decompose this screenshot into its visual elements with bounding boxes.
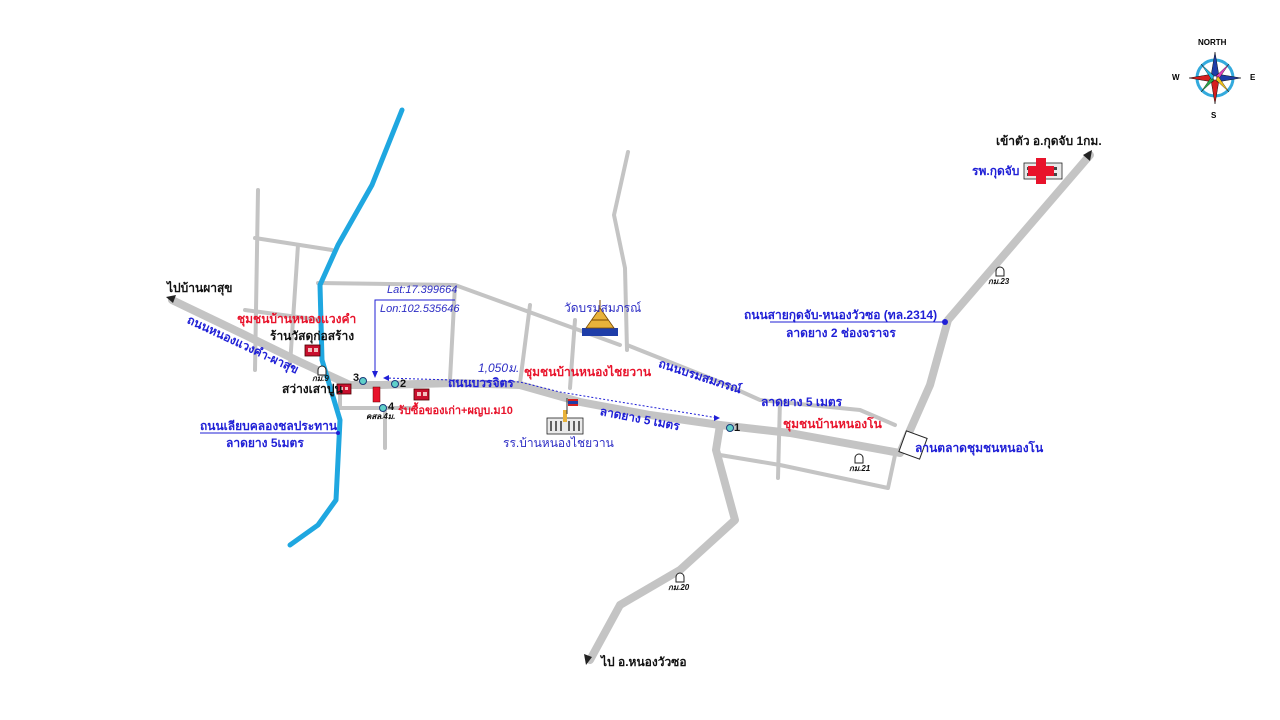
label-km-21: กม.21: [849, 464, 871, 473]
label-temple: วัดบรมสมภรณ์: [564, 301, 642, 315]
label-point-3: 3: [353, 372, 360, 384]
label-asphalt-5m-left: ลาดยาง 5เมตร: [226, 436, 304, 450]
label-latitude: Lat:17.399664: [387, 284, 458, 296]
label-to-nong-wua-so: ไป อ.หนองวัวซอ: [601, 655, 687, 669]
label-distance: 1,050ม.: [478, 361, 520, 375]
point-2-marker: [391, 380, 399, 388]
label-km-23: กม.23: [988, 277, 1010, 286]
shop-icon: [304, 344, 321, 357]
label-point-2: 2: [400, 378, 407, 390]
label-community-nong-no: ชุมชนบ้านหนองโน: [783, 417, 882, 431]
label-point-4: 4: [388, 401, 395, 413]
label-sawang-sao-pun: สว่างเสาปูน: [282, 382, 343, 396]
label-km-20: กม.20: [668, 583, 690, 592]
compass-south-label: S: [1211, 111, 1217, 120]
label-asphalt-5m-right: ลาดยาง 5 เมตร: [761, 395, 843, 409]
compass-rose-icon: [1188, 51, 1242, 105]
km-post-icon: [317, 266, 1005, 583]
label-community-nong-waeng-kham: ชุมชนบ้านหนองแวงคำ: [237, 312, 357, 326]
label-to-pha-suk: ไปบ้านผาสุข: [167, 281, 233, 295]
distance-route: [384, 377, 719, 419]
arrow-to-nong-wua-so: [584, 654, 592, 665]
hospital-icon: [1023, 158, 1063, 184]
main-roads: [168, 151, 1094, 664]
point-3-marker: [359, 377, 367, 385]
label-longitude: Lon:102.535646: [380, 303, 460, 315]
label-community-nong-chai-wan: ชุมชนบ้านหนองไชยวาน: [524, 365, 652, 379]
canal-road-dot: [336, 431, 340, 435]
label-market-square: ลานตลาดชุมชนหนองโน: [915, 441, 1044, 455]
label-school: รร.บ้านหนองไชยวาน: [503, 436, 614, 450]
market-square-box: [898, 430, 928, 460]
label-buy-old-items: รับซื้อของเก่า+ผญบ.ม10: [398, 405, 513, 417]
irrigation-canal: [287, 107, 405, 548]
shop-icon: [336, 383, 352, 395]
point-1-marker: [726, 424, 734, 432]
compass-north-label: NORTH: [1198, 38, 1227, 47]
arrow-to-kut-chap: [1083, 150, 1092, 161]
point-markers: [359, 377, 734, 432]
coord-arrow: [372, 371, 378, 378]
compass-west-label: W: [1172, 73, 1180, 82]
minor-roads: [243, 150, 897, 490]
label-hospital: รพ.กุดจับ: [972, 164, 1020, 178]
label-ksl: คสล.4ม.: [366, 412, 396, 421]
point-4-marker: [379, 404, 387, 412]
label-km-9: กม.9: [312, 374, 329, 383]
compass-east-label: E: [1250, 73, 1256, 82]
label-road-2314: ถนนสายกุดจับ-หนองวัวซอ (ทล.2314): [744, 308, 938, 322]
label-road-bowon-chit: ถนนบวรจิตร: [448, 376, 514, 390]
arrow-to-pha-suk: [166, 295, 176, 303]
school-icon: [546, 398, 584, 435]
temple-icon: [582, 300, 618, 336]
route-arrow-left: [383, 375, 389, 381]
label-to-kut-chap: เข้าตัว อ.กุดจับ 1กม.: [996, 134, 1102, 148]
label-construction-shop: ร้านวัสดุก่อสร้าง: [270, 329, 355, 343]
red-building-marker: [372, 386, 381, 403]
leader-lines: [200, 299, 945, 434]
label-point-1: 1: [734, 422, 741, 434]
label-road-canal: ถนนเลียบคลองชลประทาน: [200, 419, 338, 433]
route-arrow-right: [714, 415, 720, 421]
road-2314-dot: [942, 319, 948, 325]
shop-icon: [413, 388, 430, 401]
label-asphalt-2-lanes: ลาดยาง 2 ช่องจราจร: [786, 326, 896, 340]
